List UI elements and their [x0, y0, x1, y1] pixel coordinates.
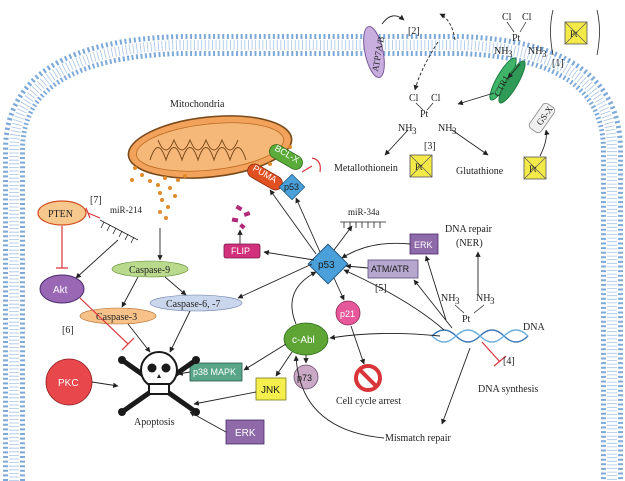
cabl-label: c-Abl	[292, 335, 315, 346]
caspase9-label: Caspase-9	[129, 265, 170, 276]
dna-helix	[431, 329, 529, 343]
p53-mito-label: p53	[284, 182, 299, 192]
dna-pt-adduct: NH 3 NH 3 Pt	[441, 293, 495, 325]
pkc-label: PKC	[58, 378, 79, 389]
dna-synthesis-label: DNA synthesis	[478, 384, 538, 395]
ref6-label: [6]	[62, 325, 74, 336]
p53-mito-node: p53	[278, 173, 306, 201]
pt-box-metallothionein: Pt	[409, 154, 433, 178]
akt-node: Akt	[39, 274, 85, 304]
caspase67-node: Caspase-6, -7	[149, 294, 243, 312]
pt-label: Pt	[570, 29, 578, 39]
p73-node: p73	[293, 364, 319, 390]
jnk-node: JNK	[255, 377, 287, 401]
mir34a-label: miR-34a	[348, 207, 380, 217]
ref3-label: [3]	[424, 141, 436, 152]
caspase3-label: Caspase-3	[96, 312, 137, 323]
atp7ab-transporter: ATP7A/B	[363, 25, 386, 79]
mitochondria	[127, 115, 293, 179]
caspase67-label: Caspase-6, -7	[166, 299, 220, 310]
puma-node: PUMA	[247, 163, 283, 191]
p73-label: p73	[297, 373, 312, 383]
mismatch-repair-label: Mismatch repair	[385, 433, 451, 444]
flip-fragments	[231, 204, 251, 230]
pten-node: PTEN	[37, 200, 87, 226]
ref1-label: [1]	[552, 58, 564, 69]
dna-label: DNA	[523, 322, 545, 333]
caspase9-node: Caspase-9	[111, 260, 189, 278]
p38mapk-label: p38 MAPK	[193, 367, 236, 377]
erk-top-label: ERK	[414, 240, 433, 250]
dna-repair-label: DNA repair	[445, 224, 493, 235]
ref4-label: [4]	[503, 356, 515, 367]
ner-label: (NER)	[456, 238, 483, 249]
stop-icon	[354, 364, 382, 392]
svg-text:3: 3	[452, 126, 457, 136]
gsx-transporter: GS-X	[528, 102, 556, 134]
mitochondria-label: Mitochondria	[170, 99, 225, 110]
caspase3-node: Caspase-3	[79, 307, 157, 325]
cl-label: Cl	[431, 93, 441, 104]
svg-text:Pt: Pt	[529, 164, 537, 174]
p21-label: p21	[340, 309, 355, 319]
cl-label: Cl	[409, 93, 419, 104]
atm-atr-label: ATM/ATR	[371, 264, 410, 274]
skull-crossbones-icon	[118, 351, 200, 416]
p53-node[interactable]: p53	[307, 243, 349, 285]
cl-label: Cl	[502, 12, 512, 23]
cabl-node: c-Abl	[283, 322, 329, 356]
ref2-label: [2]	[408, 26, 420, 37]
nh3-label: NH	[476, 293, 490, 304]
nh3-label: NH	[438, 123, 452, 134]
svg-text:3: 3	[542, 49, 547, 59]
nh3-label: NH	[398, 123, 412, 134]
cell-membrane	[2, 34, 623, 481]
jnk-label: JNK	[261, 385, 280, 396]
apoptosis-label: Apoptosis	[134, 417, 175, 428]
pkc-node: PKC	[45, 358, 93, 406]
svg-text:Pt: Pt	[415, 162, 423, 172]
erk-bottom-node: ERK	[225, 419, 265, 445]
intracellular-cisplatin: Cl Cl Pt NH 3 NH 3 [3]	[398, 93, 457, 152]
ref7-label: [7]	[90, 195, 102, 206]
erk-top-node: ERK	[409, 233, 439, 255]
akt-label: Akt	[53, 285, 68, 296]
flip-label: FLIP	[231, 246, 250, 256]
glutathione-label: Glutathione	[456, 166, 504, 177]
p21-node: p21	[335, 300, 361, 326]
nh3-label: NH	[441, 293, 455, 304]
svg-text:3: 3	[412, 126, 417, 136]
nh3-label: NH	[528, 46, 542, 57]
mir34a-strand	[340, 221, 386, 228]
flip-node: FLIP	[223, 243, 261, 259]
mir214-label: miR-214	[110, 205, 143, 215]
pt-label: Pt	[462, 314, 471, 325]
cl-label: Cl	[522, 12, 532, 23]
pt-box-glutathione: Pt	[523, 156, 547, 180]
p53-label: p53	[318, 260, 335, 271]
pt-label: Pt	[420, 109, 429, 120]
atm-atr-node: ATM/ATR	[367, 259, 419, 279]
p38mapk-node: p38 MAPK	[189, 362, 243, 382]
erk-bottom-label: ERK	[235, 428, 256, 439]
svg-text:3: 3	[508, 49, 513, 59]
ctr1-transporter: CTR1	[489, 57, 526, 104]
pten-label: PTEN	[48, 209, 73, 220]
extracellular-cisplatin: Cl Cl Pt NH 3 NH 3 Pt [1]	[494, 9, 600, 69]
svg-text:3: 3	[455, 296, 460, 306]
metallothionein-label: Metallothionein	[334, 163, 398, 174]
cell-cycle-arrest-label: Cell cycle arrest	[336, 396, 401, 407]
mir214-strand	[99, 219, 139, 244]
pt-label: Pt	[512, 33, 521, 44]
svg-text:3: 3	[490, 296, 495, 306]
nh3-label: NH	[494, 46, 508, 57]
